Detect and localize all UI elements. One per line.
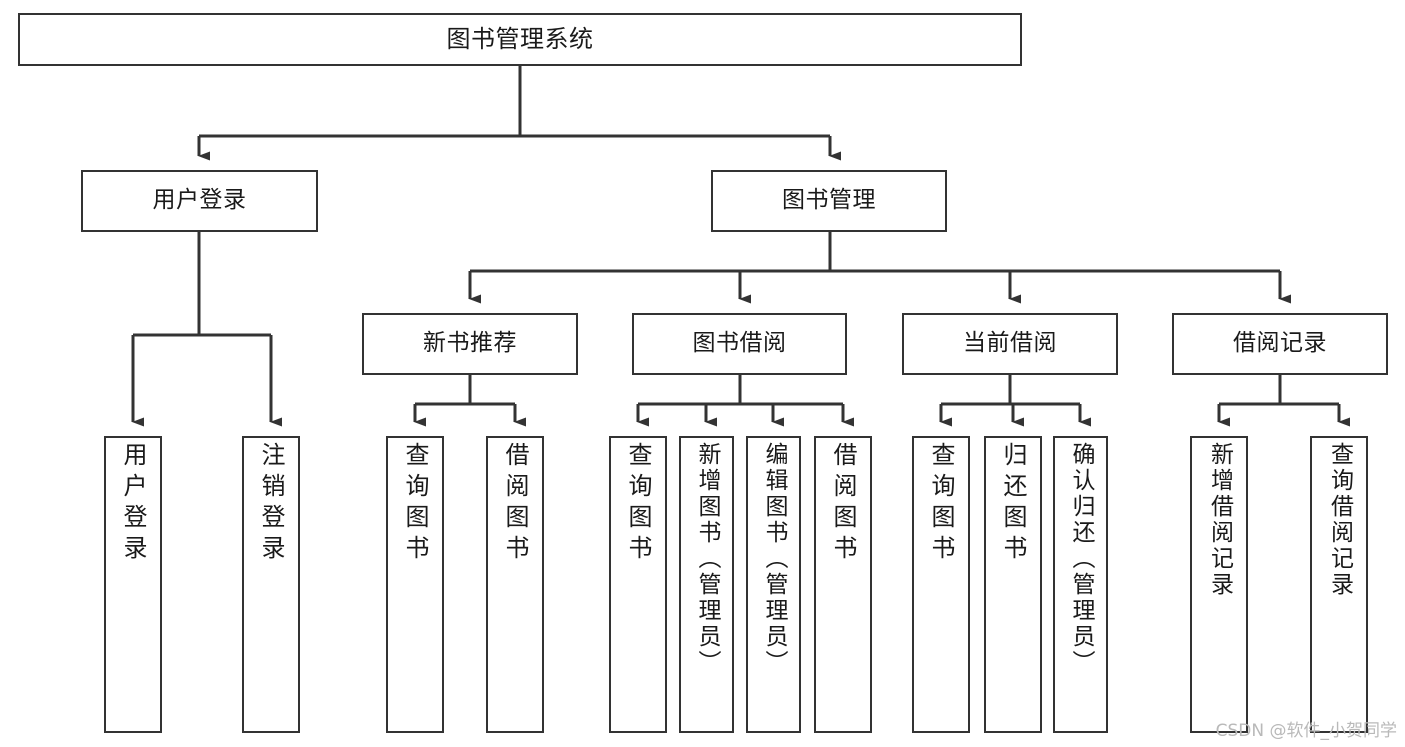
node-label: 归还图书 bbox=[999, 442, 1027, 566]
node-leaf-query-book-recommend[interactable]: 查询图书 bbox=[386, 436, 444, 733]
node-label: 图书管理系统 bbox=[446, 25, 594, 54]
node-leaf-add-borrow-record[interactable]: 新增借阅记录 bbox=[1190, 436, 1248, 733]
node-leaf-borrow-book-borrow[interactable]: 借阅图书 bbox=[814, 436, 872, 733]
node-label: 新书推荐 bbox=[423, 330, 517, 357]
node-root-system[interactable]: 图书管理系统 bbox=[18, 13, 1022, 66]
node-leaf-logout[interactable]: 注销登录 bbox=[242, 436, 300, 733]
node-book-management[interactable]: 图书管理 bbox=[711, 170, 947, 232]
node-leaf-borrow-book-recommend[interactable]: 借阅图书 bbox=[486, 436, 544, 733]
node-leaf-return-book[interactable]: 归还图书 bbox=[984, 436, 1042, 733]
node-label: 查询图书 bbox=[401, 442, 429, 566]
node-label: 借阅记录 bbox=[1233, 330, 1327, 357]
node-leaf-query-book-current[interactable]: 查询图书 bbox=[912, 436, 970, 733]
node-label: 借阅图书 bbox=[829, 442, 857, 566]
node-label: 查询借阅记录 bbox=[1326, 442, 1353, 598]
node-label: 图书借阅 bbox=[692, 330, 787, 357]
csdn-watermark: CSDN @软件_小贺同学 bbox=[1215, 721, 1397, 741]
node-label: 新增借阅记录 bbox=[1206, 442, 1233, 598]
node-leaf-confirm-return-admin[interactable]: 确认归还（管理员） bbox=[1053, 436, 1108, 733]
node-label: 查询图书 bbox=[927, 442, 955, 566]
node-book-borrow[interactable]: 图书借阅 bbox=[632, 313, 847, 375]
node-label: 当前借阅 bbox=[963, 330, 1057, 357]
node-leaf-user-login[interactable]: 用户登录 bbox=[104, 436, 162, 733]
node-user-login[interactable]: 用户登录 bbox=[81, 170, 318, 232]
node-label: 注销登录 bbox=[257, 442, 285, 566]
node-label: 新增图书（管理员） bbox=[694, 442, 720, 676]
node-label: 编辑图书（管理员） bbox=[761, 442, 787, 676]
node-current-borrow[interactable]: 当前借阅 bbox=[902, 313, 1118, 375]
node-label: 借阅图书 bbox=[501, 442, 529, 566]
node-borrow-record[interactable]: 借阅记录 bbox=[1172, 313, 1388, 375]
node-label: 用户登录 bbox=[119, 442, 147, 566]
node-label: 图书管理 bbox=[782, 187, 876, 214]
node-new-book-recommend[interactable]: 新书推荐 bbox=[362, 313, 578, 375]
node-label: 查询图书 bbox=[624, 442, 652, 566]
node-leaf-query-book-borrow[interactable]: 查询图书 bbox=[609, 436, 667, 733]
node-leaf-add-book-admin[interactable]: 新增图书（管理员） bbox=[679, 436, 734, 733]
node-label: 确认归还（管理员） bbox=[1068, 442, 1094, 676]
node-label: 用户登录 bbox=[152, 187, 247, 214]
node-leaf-edit-book-admin[interactable]: 编辑图书（管理员） bbox=[746, 436, 801, 733]
node-leaf-query-borrow-record[interactable]: 查询借阅记录 bbox=[1310, 436, 1368, 733]
